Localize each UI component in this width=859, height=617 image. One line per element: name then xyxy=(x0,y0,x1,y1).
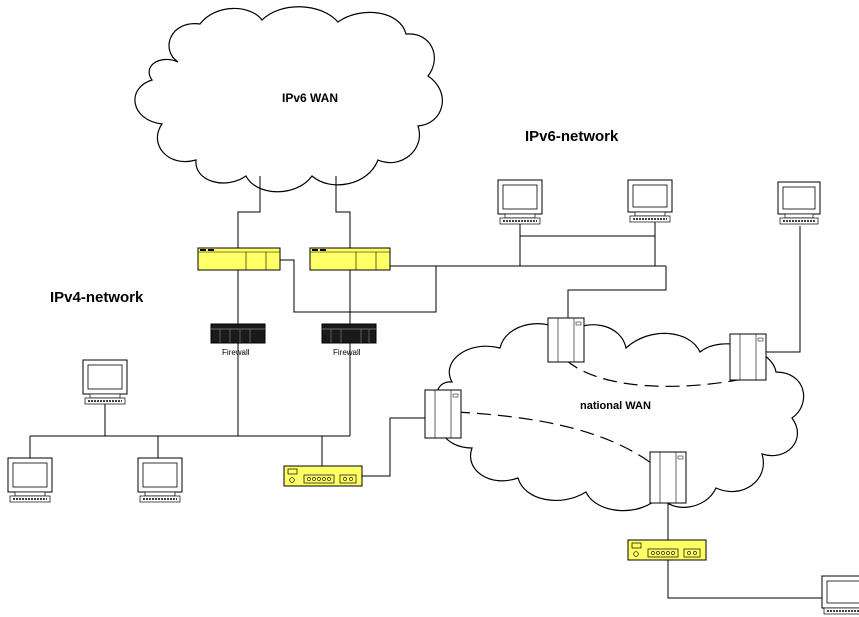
ipv6-router-right[interactable] xyxy=(309,247,391,271)
workstation-top-right[interactable] xyxy=(777,181,821,225)
wan-dashed-links xyxy=(455,359,749,471)
firewall-right[interactable] xyxy=(321,323,377,344)
firewall-left[interactable] xyxy=(210,323,266,344)
ipv4-network-label: IPv4-network xyxy=(50,289,144,306)
workstation-ipv6-right[interactable] xyxy=(627,179,673,223)
wan-switch-left[interactable] xyxy=(424,389,462,439)
workstation-bottom-right[interactable] xyxy=(821,575,859,615)
firewall-right-label: Firewall xyxy=(333,348,361,357)
ipv6-network-label: IPv6-network xyxy=(525,128,619,145)
national-wan-cloud xyxy=(436,323,805,512)
national-wan-label: national WAN xyxy=(580,400,651,412)
workstation-ipv4-middle[interactable] xyxy=(137,457,183,503)
connection-lines xyxy=(29,176,825,599)
workstation-ipv6-left[interactable] xyxy=(497,179,543,225)
ipv6-router-left[interactable] xyxy=(197,247,281,271)
workstation-ipv4-left[interactable] xyxy=(7,457,53,503)
wan-switch-top-right[interactable] xyxy=(729,333,767,381)
wan-switch-bottom[interactable] xyxy=(649,451,687,504)
firewall-left-label: Firewall xyxy=(222,348,250,357)
wan-switch-top-left[interactable] xyxy=(547,317,585,363)
workstation-ipv4-top[interactable] xyxy=(82,359,128,405)
ipv6-wan-label: IPv6 WAN xyxy=(282,91,338,105)
modem-ipv4[interactable] xyxy=(283,465,363,487)
modem-national[interactable] xyxy=(627,539,707,561)
ipv6-wan-cloud xyxy=(134,6,443,193)
